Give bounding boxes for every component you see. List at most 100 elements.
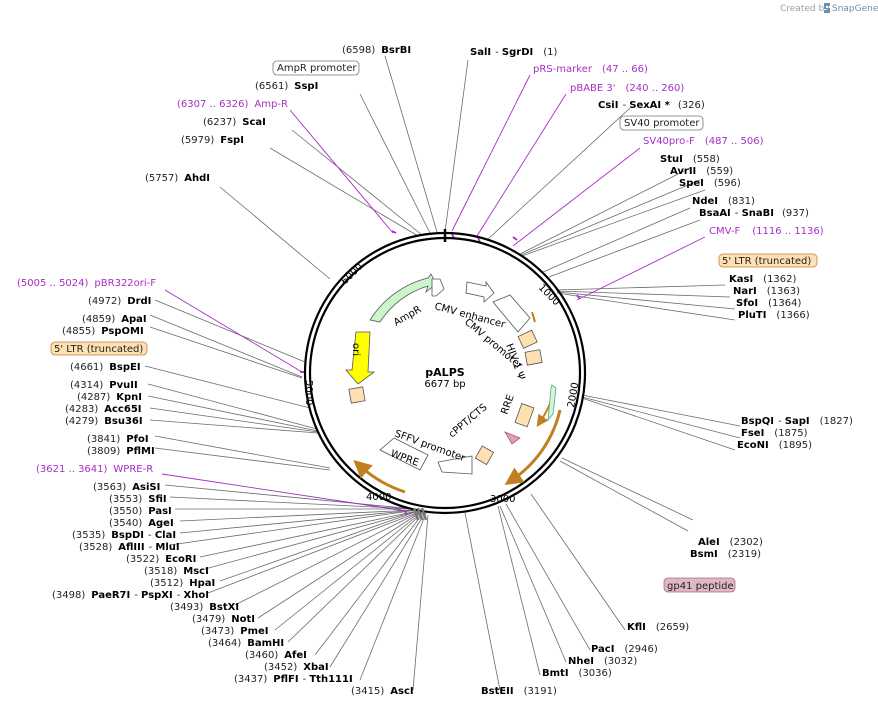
feature-cmv-enhancer-arrow bbox=[465, 280, 495, 303]
feature-orange-arc-3 bbox=[353, 459, 406, 494]
cut-cluster bbox=[412, 507, 428, 521]
tick-2000: 2000 bbox=[566, 382, 581, 409]
feature-hiv-psi-box bbox=[524, 349, 543, 366]
site-afei: (3460)AfeI bbox=[245, 650, 307, 661]
site-sspi: (6561)SspI bbox=[255, 81, 318, 92]
tick-5000: 5000 bbox=[303, 380, 314, 405]
primer-wpre-r: (3621 .. 3641)WPRE-R bbox=[36, 464, 153, 475]
primer-amp-r: (6307 .. 6326)Amp-R bbox=[177, 99, 288, 110]
feature-ltr-right-box bbox=[517, 329, 538, 349]
site-bspdi-clai: (3535)BspDI- ClaI bbox=[72, 530, 176, 541]
site-noti: (3479)NotI bbox=[192, 614, 255, 625]
site-fspi: (5979)FspI bbox=[181, 135, 244, 146]
credit-brand: SnapGene bbox=[832, 4, 878, 14]
site-kpni: (4287)KpnI bbox=[77, 392, 142, 403]
tick-4000: 4000 bbox=[366, 492, 391, 503]
plasmid-size: 6677 bp bbox=[424, 379, 465, 390]
plasmid-name: pALPS bbox=[425, 366, 464, 379]
label-ampr: AmpR bbox=[392, 304, 423, 328]
site-bsmi: BsmI(2319) bbox=[690, 549, 761, 560]
site-bsu36i: (4279)Bsu36I bbox=[65, 416, 143, 427]
site-msci: (3518)MscI bbox=[144, 566, 209, 577]
tick-6000: 6000 bbox=[339, 261, 365, 287]
site-asisi: (3563)AsiSI bbox=[93, 482, 160, 493]
site-plutI: PluTI(1366) bbox=[738, 310, 810, 321]
leader-lines bbox=[144, 55, 741, 691]
site-nari: NarI(1363) bbox=[733, 286, 800, 297]
site-agei: (3540)AgeI bbox=[109, 518, 174, 529]
label-rre: RRE bbox=[499, 393, 516, 416]
site-apai: (4859)ApaI bbox=[82, 314, 147, 325]
site-alei: AleI(2302) bbox=[698, 537, 763, 548]
site-ecori: (3522)EcoRI bbox=[126, 554, 196, 565]
feature-orange-arc-2 bbox=[504, 409, 562, 486]
site-avrii: AvrII(559) bbox=[670, 166, 733, 177]
site-hpai: (3512)HpaI bbox=[150, 578, 215, 589]
tick-3000: 3000 bbox=[490, 494, 515, 505]
site-csii-sexai: CsiI- SexAI *(326) bbox=[598, 100, 705, 111]
site-pasi: (3550)PasI bbox=[109, 506, 172, 517]
snapgene-logo-icon bbox=[824, 3, 830, 13]
label-gp41-peptide: gp41 peptide bbox=[667, 581, 734, 592]
site-nhei: NheI(3032) bbox=[568, 656, 637, 667]
primer-leader-lines bbox=[161, 74, 706, 512]
primer-pbabe3: pBABE 3'(240 .. 260) bbox=[570, 83, 684, 94]
site-pmei: (3473)PmeI bbox=[201, 626, 269, 637]
feature-gp41-mark bbox=[504, 431, 521, 445]
label-ltr-left: 5' LTR (truncated) bbox=[54, 344, 143, 355]
site-drdi: (4972)DrdI bbox=[88, 296, 151, 307]
boxed-labels: AmpR promoter SV40 promoter 5' LTR (trun… bbox=[50, 60, 818, 593]
site-spei: SpeI(596) bbox=[679, 178, 741, 189]
site-bspqi-sapi: BspQI- SapI(1827) bbox=[741, 416, 853, 427]
site-ndei: NdeI(831) bbox=[692, 196, 755, 207]
feature-sffv-arrow bbox=[379, 437, 429, 471]
primer-prs-marker: pRS-marker(47 .. 66) bbox=[533, 64, 648, 75]
feature-wpre-arrow bbox=[437, 455, 473, 475]
site-asci: (3415)AscI bbox=[351, 686, 414, 697]
label-ampr-promoter: AmpR promoter bbox=[277, 63, 357, 74]
site-ahdi: (5757)AhdI bbox=[145, 173, 210, 184]
feature-green-sliver bbox=[547, 384, 557, 422]
site-sfii: (3553)SfiI bbox=[109, 494, 167, 505]
site-stui: StuI(558) bbox=[660, 154, 720, 165]
feature-cppt-box bbox=[474, 445, 495, 466]
feature-ltr-left-box bbox=[348, 386, 366, 404]
site-bmti: BmtI(3036) bbox=[542, 668, 612, 679]
site-pflmi: (3809)PflMI bbox=[87, 446, 155, 457]
feature-ampr-promoter-arrow bbox=[431, 278, 445, 297]
site-bsaai-snabi: BsaAI- SnaBI(937) bbox=[699, 208, 809, 219]
primer-sv40pro-f: SV40pro-F(487 .. 506) bbox=[643, 136, 764, 147]
site-bamhi: (3464)BamHI bbox=[208, 638, 284, 649]
label-ltr-right: 5' LTR (truncated) bbox=[722, 256, 811, 267]
label-ori: ori bbox=[350, 343, 361, 356]
credit-text: Created by bbox=[780, 4, 830, 14]
site-fsei: FseI(1875) bbox=[741, 428, 808, 439]
site-bspei: (4661)BspEI bbox=[70, 362, 141, 373]
site-bstxi: (3493)BstXI bbox=[170, 602, 239, 613]
site-bsrbi: (6598)BsrBI bbox=[342, 45, 411, 56]
feature-ori-arrow bbox=[345, 331, 376, 385]
site-bsteii: BstEII(3191) bbox=[481, 686, 557, 697]
feature-orange-tick bbox=[531, 311, 536, 323]
feature-rre-box bbox=[514, 403, 535, 428]
site-sfoi: SfoI(1364) bbox=[736, 298, 802, 309]
primer-cmv-f: CMV-F(1116 .. 1136) bbox=[709, 226, 824, 237]
site-labels: (6598)BsrBI SalI- SgrDI(1) pRS-marker(47… bbox=[17, 45, 853, 697]
site-econi: EcoNI(1895) bbox=[737, 440, 812, 451]
site-pfoi: (3841)PfoI bbox=[87, 434, 149, 445]
site-sali-sgrdi: SalI- SgrDI(1) bbox=[470, 47, 557, 58]
site-kfli: KflI(2659) bbox=[627, 622, 689, 633]
site-kasi: KasI(1362) bbox=[729, 274, 797, 285]
site-acc65i: (4283)Acc65I bbox=[65, 404, 142, 415]
primer-pbr322ori-f: (5005 .. 5024)pBR322ori-F bbox=[17, 278, 156, 289]
tick-1000: 1000 bbox=[536, 282, 562, 308]
feature-cmv-promoter-arrow bbox=[492, 294, 531, 333]
site-pvuii: (4314)PvuII bbox=[70, 380, 138, 391]
site-scai: (6237)ScaI bbox=[203, 117, 266, 128]
site-pflfi-tth111i: (3437)PflFI- Tth111I bbox=[234, 674, 353, 685]
site-paci: PacI(2946) bbox=[591, 644, 658, 655]
label-sv40-promoter: SV40 promoter bbox=[624, 118, 700, 129]
site-pspomi: (4855)PspOMI bbox=[62, 326, 144, 337]
site-paer7i-pspxi-xhoi: (3498)PaeR7I- PspXI- XhoI bbox=[52, 590, 209, 601]
